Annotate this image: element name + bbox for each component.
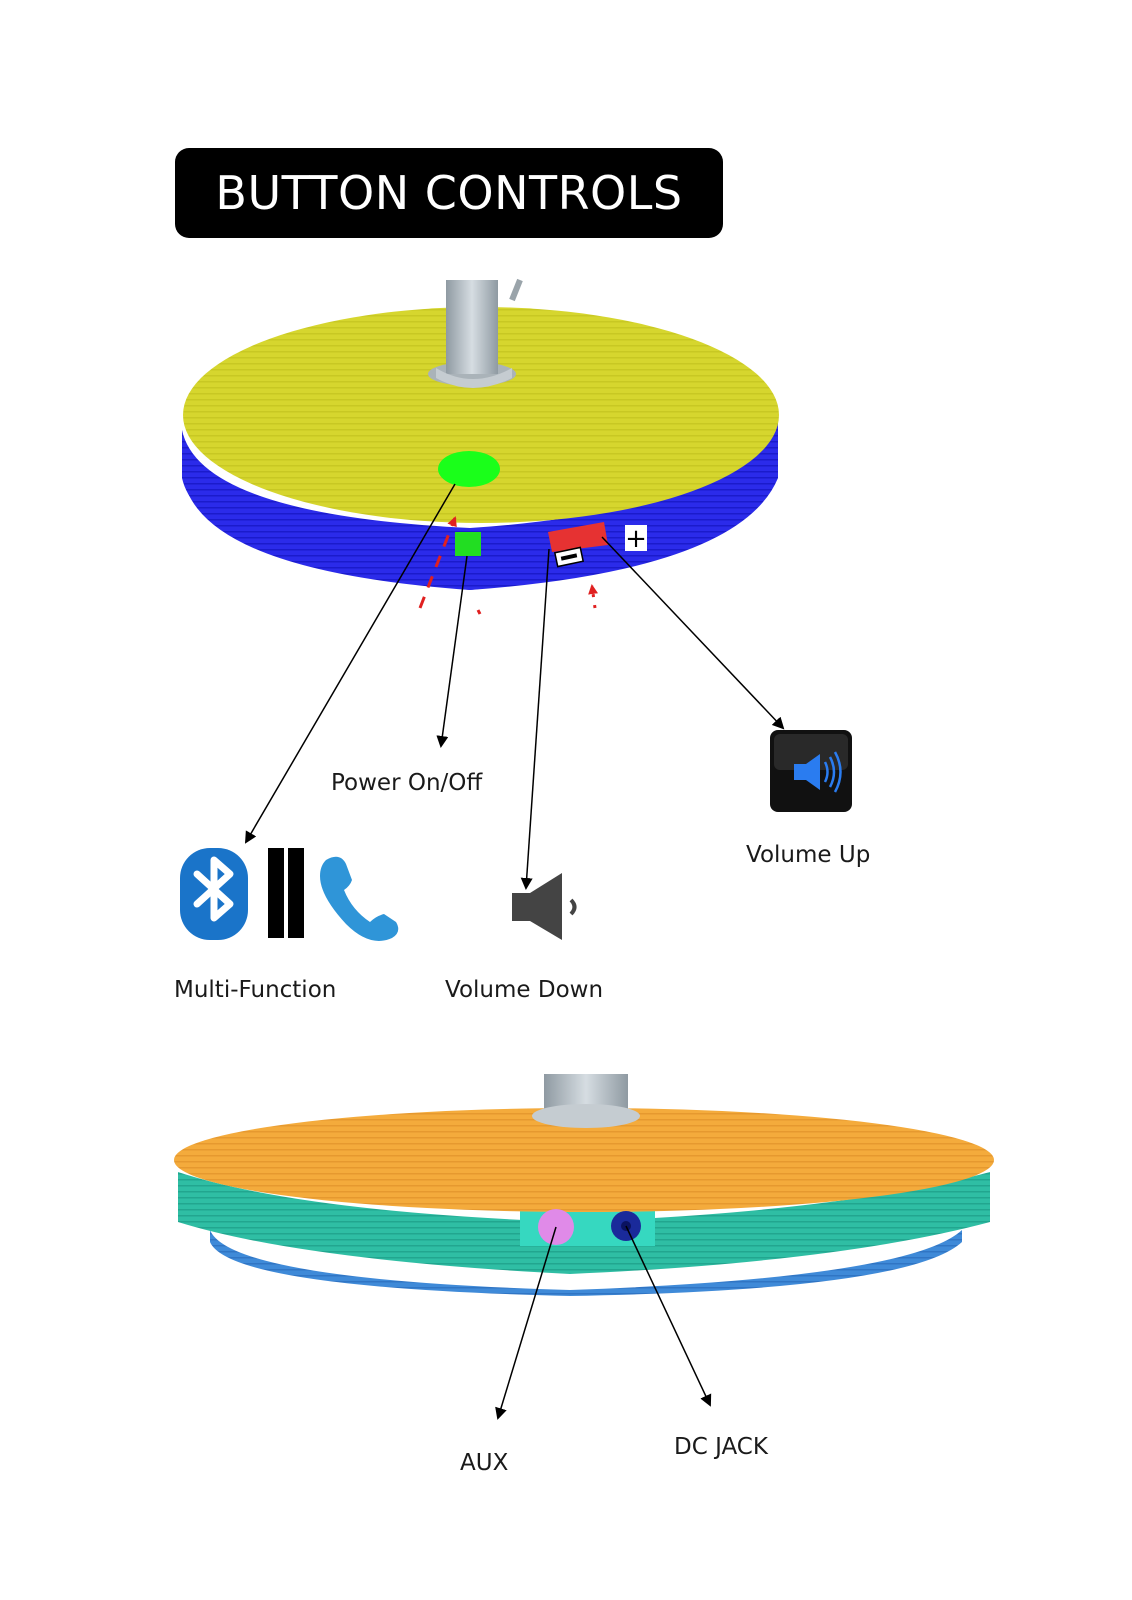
arrow-volume-up xyxy=(601,536,785,730)
arrow-aux xyxy=(495,1226,557,1420)
multi-function-button xyxy=(438,451,500,487)
bottom-callout-arrows xyxy=(495,1225,712,1420)
red-marks xyxy=(418,516,599,615)
bottom-pole xyxy=(532,1074,640,1128)
pause-icon xyxy=(268,848,304,938)
label-volume-down: Volume Down xyxy=(445,977,604,1003)
label-power: Power On/Off xyxy=(331,770,483,796)
bottom-rim xyxy=(210,1230,962,1296)
phone-icon xyxy=(320,856,399,941)
label-aux: AUX xyxy=(460,1450,509,1476)
label-volume-up: Volume Up xyxy=(746,842,871,868)
top-cable xyxy=(509,278,523,302)
speaker-high-icon xyxy=(770,730,852,812)
bottom-device xyxy=(174,1074,994,1296)
minus-sign xyxy=(553,546,585,568)
arrow-power xyxy=(436,555,468,748)
top-pole xyxy=(428,280,516,388)
arrow-volume-down xyxy=(520,548,550,890)
bluetooth-icon xyxy=(180,848,248,940)
arrow-multi xyxy=(244,483,456,844)
bottom-plate xyxy=(174,1108,994,1212)
title-banner: BUTTON CONTROLS xyxy=(175,148,723,238)
power-button xyxy=(455,532,481,556)
top-callout-arrows xyxy=(244,483,785,890)
page-title: BUTTON CONTROLS xyxy=(215,166,683,220)
label-dc-jack: DC JACK xyxy=(674,1434,768,1460)
plus-sign: + xyxy=(625,524,647,554)
arrow-dc xyxy=(625,1225,712,1407)
label-multi-function: Multi-Function xyxy=(174,977,337,1003)
speaker-low-icon xyxy=(512,873,577,940)
top-device: + xyxy=(182,278,779,615)
top-plate xyxy=(183,307,779,523)
svg-text:+: + xyxy=(625,524,647,554)
volume-buttons xyxy=(548,522,608,552)
